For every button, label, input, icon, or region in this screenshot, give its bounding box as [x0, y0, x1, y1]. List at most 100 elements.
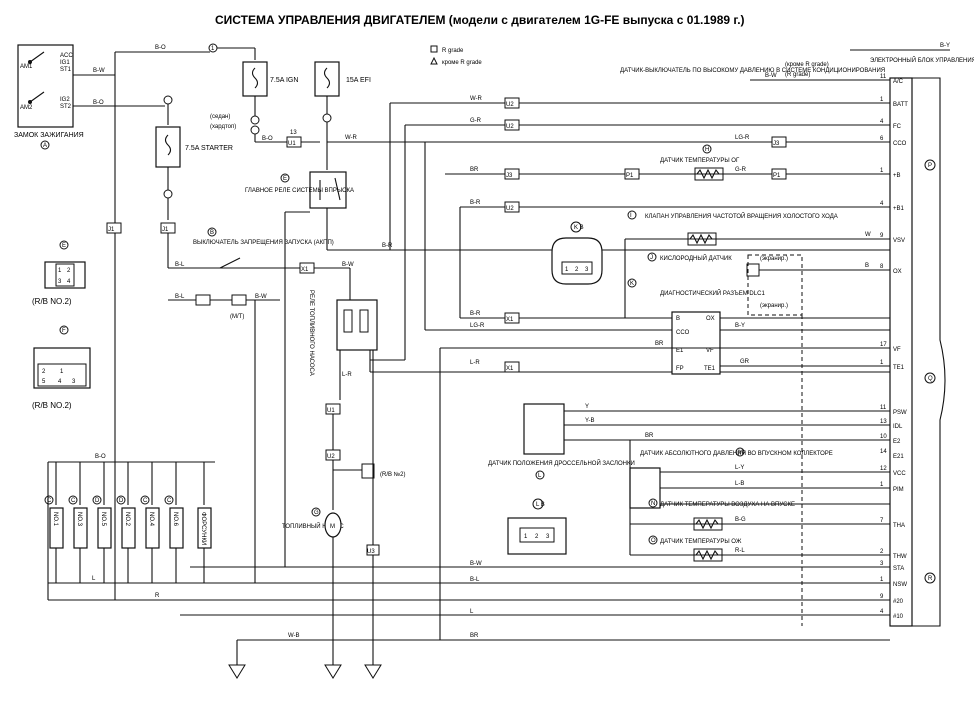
- ecu-pin-num: 8: [880, 264, 884, 270]
- wire-ly: L-Y: [735, 465, 744, 471]
- rb-connector-e: E 1 2 3 4 (R/B NO.2): [32, 240, 86, 306]
- conn-j1-2: J1: [162, 227, 169, 233]
- fuse-efi: 15A EFI: [314, 61, 371, 97]
- iat-code: N: [651, 501, 655, 507]
- ecu-pin-num: 13: [880, 419, 887, 425]
- main-relay-code: E: [283, 176, 287, 182]
- wire-bo-4: B-O: [95, 454, 106, 460]
- ig-term-ig1: IG1: [60, 60, 70, 66]
- fuel-pump-code: G: [314, 510, 319, 516]
- dlc-pin-ox: OX: [706, 316, 715, 322]
- ecu-pin-num: 7: [880, 518, 884, 524]
- rb-e-pin-4: 4: [67, 279, 71, 285]
- ecu-pin-name: NSW: [893, 582, 907, 588]
- injector-7: ФОРСУНКИ: [197, 462, 212, 583]
- wire-l-1: L: [92, 576, 96, 582]
- rb-f-pin-2: 2: [42, 369, 46, 375]
- wire-lr-2: L-R: [470, 360, 480, 366]
- ecu-pin-name: STA: [893, 566, 904, 572]
- o2-screen: (экранир.): [760, 256, 788, 262]
- rb-e-pin-1: 1: [58, 268, 62, 274]
- wire-bw-3: B-W: [342, 262, 354, 268]
- conn-u2-4: U2: [506, 206, 514, 212]
- wire-y: Y: [585, 404, 589, 410]
- ecu-label: ЭЛЕКТРОННЫЙ БЛОК УПРАВЛЕНИЯ ДВИГАТЕЛЕМ: [870, 56, 974, 64]
- legend-r-grade: R grade: [442, 48, 464, 54]
- ecu-pin-num: 6: [880, 136, 884, 142]
- injector-5: CNO.4: [140, 462, 160, 583]
- ecu-pin-num: 1: [880, 360, 884, 366]
- wire-bw-4: B-W: [470, 561, 482, 567]
- conn-u2-2: U2: [506, 124, 514, 130]
- injector-code: D: [95, 498, 100, 504]
- conn-j3-1: J3: [506, 173, 513, 179]
- wire-gr-2: G-R: [735, 167, 747, 173]
- ecu-pin-num: 2: [880, 549, 884, 555]
- iac-code: I: [630, 213, 632, 219]
- wire-bl-3: B-L: [470, 577, 480, 583]
- ecu-pin-name: #10: [893, 614, 904, 620]
- dlc-connector: K ДИАГНОСТИЧЕСКИЙ РАЗЪЕМ DLC1 (экранир.)…: [627, 278, 788, 375]
- injector-3: DNO.5: [92, 462, 112, 583]
- rb-f-label: (R/B NO.2): [32, 401, 72, 410]
- wire-lr-1: L-R: [342, 372, 352, 378]
- ecu-pin-name: BATT: [893, 102, 908, 108]
- injector-code: C: [47, 498, 52, 504]
- conn-l-pin-3: 3: [546, 534, 550, 540]
- wire-bo-2: B-O: [155, 45, 166, 51]
- wire-yb: Y-B: [585, 418, 594, 424]
- rb-f-pin-4: 4: [58, 379, 62, 385]
- conn-k-pin-1: 1: [565, 267, 569, 273]
- connector-l: L B 1 2 3: [507, 498, 567, 555]
- injector-code: C: [71, 498, 76, 504]
- wire-bo-3: B-O: [262, 136, 273, 142]
- main-relay-label: ГЛАВНОЕ РЕЛЕ СИСТЕМЫ ВПРЫСКА: [245, 188, 354, 194]
- rb-f-code: F: [62, 328, 66, 334]
- wire-lgr-2: LG-R: [470, 323, 485, 329]
- ecu-pin-num: 11: [880, 405, 887, 411]
- dlc-pin-b: B: [676, 316, 680, 322]
- iac-valve: I КЛАПАН УПРАВЛЕНИЯ ЧАСТОТОЙ ВРАЩЕНИЯ ХО…: [627, 210, 838, 246]
- wire-br-7: BR: [645, 433, 654, 439]
- ecu-pin-name: #20: [893, 599, 904, 605]
- fuel-pump-label: ТОПЛИВНЫЙ НАСОС: [282, 522, 344, 530]
- wire-wr-1: W-R: [345, 135, 358, 141]
- iac-label: КЛАПАН УПРАВЛЕНИЯ ЧАСТОТОЙ ВРАЩЕНИЯ ХОЛО…: [645, 212, 838, 220]
- ecu-pin-num: 1: [880, 97, 884, 103]
- egt-sensor: H ДАТЧИК ТЕМПЕРАТУРЫ ОГ: [660, 144, 740, 181]
- fuel-pump-rb: (R/B №2): [380, 471, 405, 478]
- fuel-relay-label: РЕЛЕ ТОПЛИВНОГО НАСОСА: [308, 290, 314, 376]
- fuel-pump-relay: РЕЛЕ ТОПЛИВНОГО НАСОСА: [308, 290, 378, 376]
- conn-u1-num: 13: [290, 130, 297, 136]
- ecu-pin-name: E2: [893, 439, 901, 445]
- ig-pin-am1: AM1: [20, 64, 33, 70]
- wire-bg: B-G: [735, 517, 746, 523]
- map-label: ДАТЧИК АБСОЛЮТНОГО ДАВЛЕНИЯ ВО ВПУСКНОМ …: [640, 451, 833, 457]
- ecu-pins: A/C11BATT1FC4CCO6+B1+B14VSV9OX8VF17TE11P…: [880, 74, 908, 620]
- ect-label: ДАТЧИК ТЕМПЕРАТУРЫ ОЖ: [660, 539, 742, 545]
- tps-label: ДАТЧИК ПОЛОЖЕНИЯ ДРОССЕЛЬНОЙ ЗАСЛОНКИ: [488, 459, 635, 467]
- rb-f-pin-5: 5: [42, 379, 46, 385]
- wire-wb-1: W-B: [288, 633, 300, 639]
- o2-sensor: J КИСЛОРОДНЫЙ ДАТЧИК (экранир.): [647, 252, 788, 277]
- ecu-pin-name: IDL: [893, 424, 903, 430]
- wire-br-4: B-R: [470, 200, 481, 206]
- fuse-ign: 7.5A IGN: [242, 61, 298, 97]
- conn-p1-2: P1: [773, 173, 781, 179]
- conn-u2-1: U2: [506, 102, 514, 108]
- ignition-switch: AM1 AM2 ACC IG1 ST1 IG2 ST2 ЗАМОК ЗАЖИГА…: [14, 44, 84, 150]
- fuse-efi-label: 15A EFI: [346, 77, 371, 84]
- injector-label: NO.4: [148, 512, 154, 527]
- injector-label: ФОРСУНКИ: [200, 512, 206, 545]
- injector-4: DNO.2: [116, 462, 136, 583]
- ecu-pin-name: TE1: [893, 365, 905, 371]
- wire-bl-1: B-L: [175, 262, 185, 268]
- wire-by: B-Y: [735, 323, 745, 329]
- wire-gr-3: GR: [740, 359, 750, 365]
- ig-term-ig2: IG2: [60, 97, 70, 103]
- ecu-pin-num: 4: [880, 119, 884, 125]
- ecu-pin-num: 9: [880, 594, 884, 600]
- ect-sensor: O ДАТЧИК ТЕМПЕРАТУРЫ ОЖ: [648, 535, 742, 562]
- ecu-pin-name: PSW: [893, 410, 907, 416]
